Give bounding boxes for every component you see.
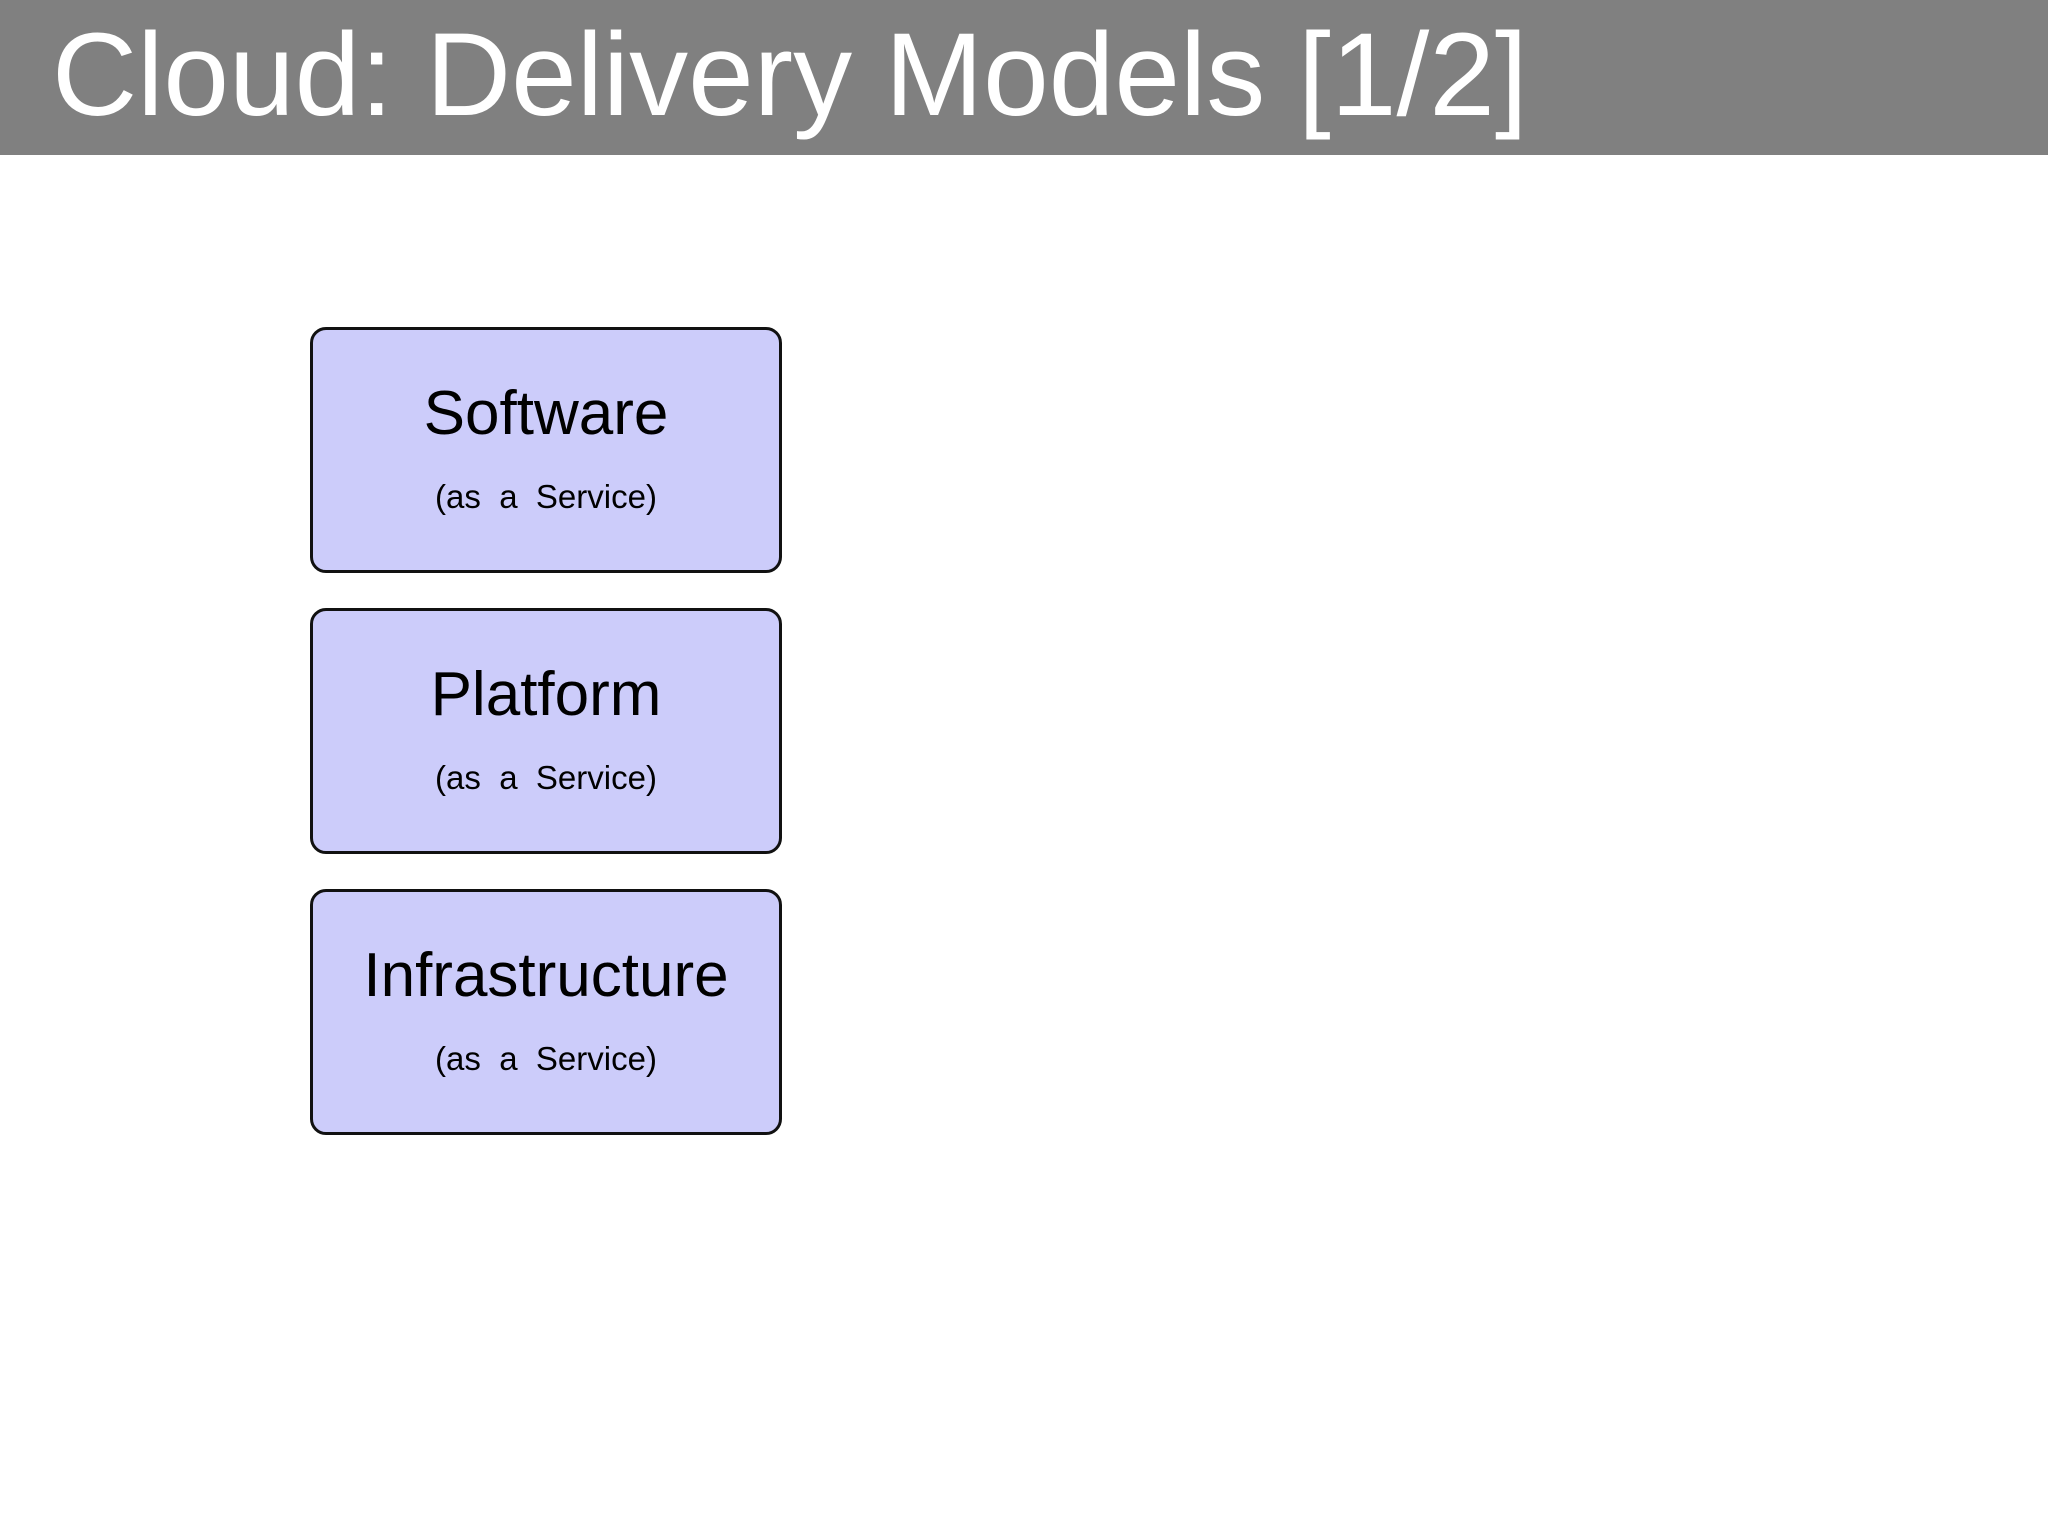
delivery-model-subtitle: (as a Service) [435,1040,657,1077]
slide-header-bar: Cloud: Delivery Models [1/2] [0,0,2048,155]
delivery-model-title: Software [423,379,669,448]
delivery-model-box-platform[interactable]: Platform (as a Service) [310,608,782,854]
delivery-model-subtitle: (as a Service) [435,759,657,796]
delivery-model-subtitle: (as a Service) [435,478,657,515]
delivery-model-title: Platform [430,660,662,729]
delivery-model-title: Infrastructure [363,941,729,1010]
page-title: Cloud: Delivery Models [1/2] [52,9,1528,141]
delivery-model-box-software[interactable]: Software (as a Service) [310,327,782,573]
delivery-model-box-infrastructure[interactable]: Infrastructure (as a Service) [310,889,782,1135]
delivery-models-stack: Software (as a Service) Platform (as a S… [310,327,782,1135]
